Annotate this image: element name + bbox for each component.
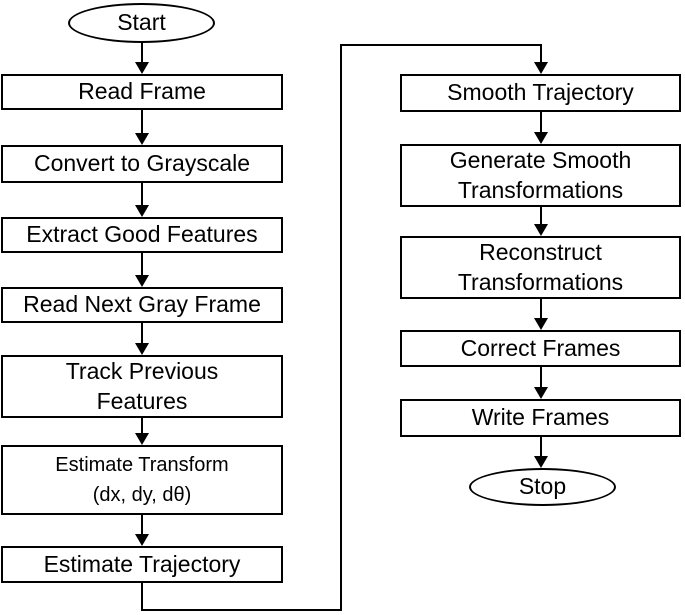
node-label: Correct Frames <box>460 334 621 361</box>
node-label: Convert to Grayscale <box>33 150 251 177</box>
node-track-previous-features: Track Previous Features <box>1 355 283 418</box>
node-label: Estimate Trajectory <box>43 550 241 577</box>
node-label: Generate Smooth Transformations <box>449 147 632 203</box>
node-estimate-transform: Estimate Transform (dx, dy, dθ) <box>1 445 283 515</box>
arrow-start-to-read-frame <box>135 43 149 74</box>
node-smooth-trajectory: Smooth Trajectory <box>400 74 681 112</box>
arrow-generate-smooth-transformations-to-reconstruct-transformations <box>534 207 548 236</box>
arrow-estimate-trajectory-to-smooth-trajectory <box>141 44 548 611</box>
arrow-read-frame-to-convert-to-grayscale <box>135 110 149 145</box>
node-extract-good-features: Extract Good Features <box>1 217 283 253</box>
node-label: Extract Good Features <box>26 221 258 248</box>
arrow-reconstruct-transformations-to-correct-frames <box>534 299 548 330</box>
node-label: Smooth Trajectory <box>447 79 634 106</box>
arrow-track-previous-features-to-estimate-transform <box>135 418 149 445</box>
node-start: Start <box>68 3 215 43</box>
arrow-read-next-gray-frame-to-track-previous-features <box>135 323 149 355</box>
arrow-smooth-trajectory-to-generate-smooth-transformations <box>534 112 548 144</box>
node-label: Read Next Gray Frame <box>23 291 261 318</box>
node-label: Track Previous Features <box>65 358 219 414</box>
node-label: Write Frames <box>471 404 610 431</box>
node-estimate-trajectory: Estimate Trajectory <box>1 546 283 583</box>
node-stop: Stop <box>469 468 616 506</box>
node-convert-to-grayscale: Convert to Grayscale <box>1 145 283 183</box>
node-reconstruct-transformations: Reconstruct Transformations <box>400 236 681 299</box>
node-label: Estimate Transform (dx, dy, dθ) <box>55 454 229 506</box>
node-generate-smooth-transformations: Generate Smooth Transformations <box>400 144 681 207</box>
arrow-estimate-transform-to-estimate-trajectory <box>135 515 149 546</box>
node-label: Read Frame <box>78 78 206 105</box>
node-label: Start <box>117 9 166 36</box>
node-correct-frames: Correct Frames <box>400 330 681 367</box>
arrow-extract-good-features-to-read-next-gray-frame <box>135 253 149 287</box>
node-write-frames: Write Frames <box>400 399 681 437</box>
arrow-correct-frames-to-write-frames <box>534 367 548 399</box>
node-read-next-gray-frame: Read Next Gray Frame <box>1 287 283 323</box>
node-label: Stop <box>518 473 567 500</box>
arrow-write-frames-to-stop <box>534 437 548 468</box>
arrow-convert-to-grayscale-to-extract-good-features <box>135 183 149 217</box>
node-read-frame: Read Frame <box>1 74 283 110</box>
node-label: Reconstruct Transformations <box>457 239 624 295</box>
